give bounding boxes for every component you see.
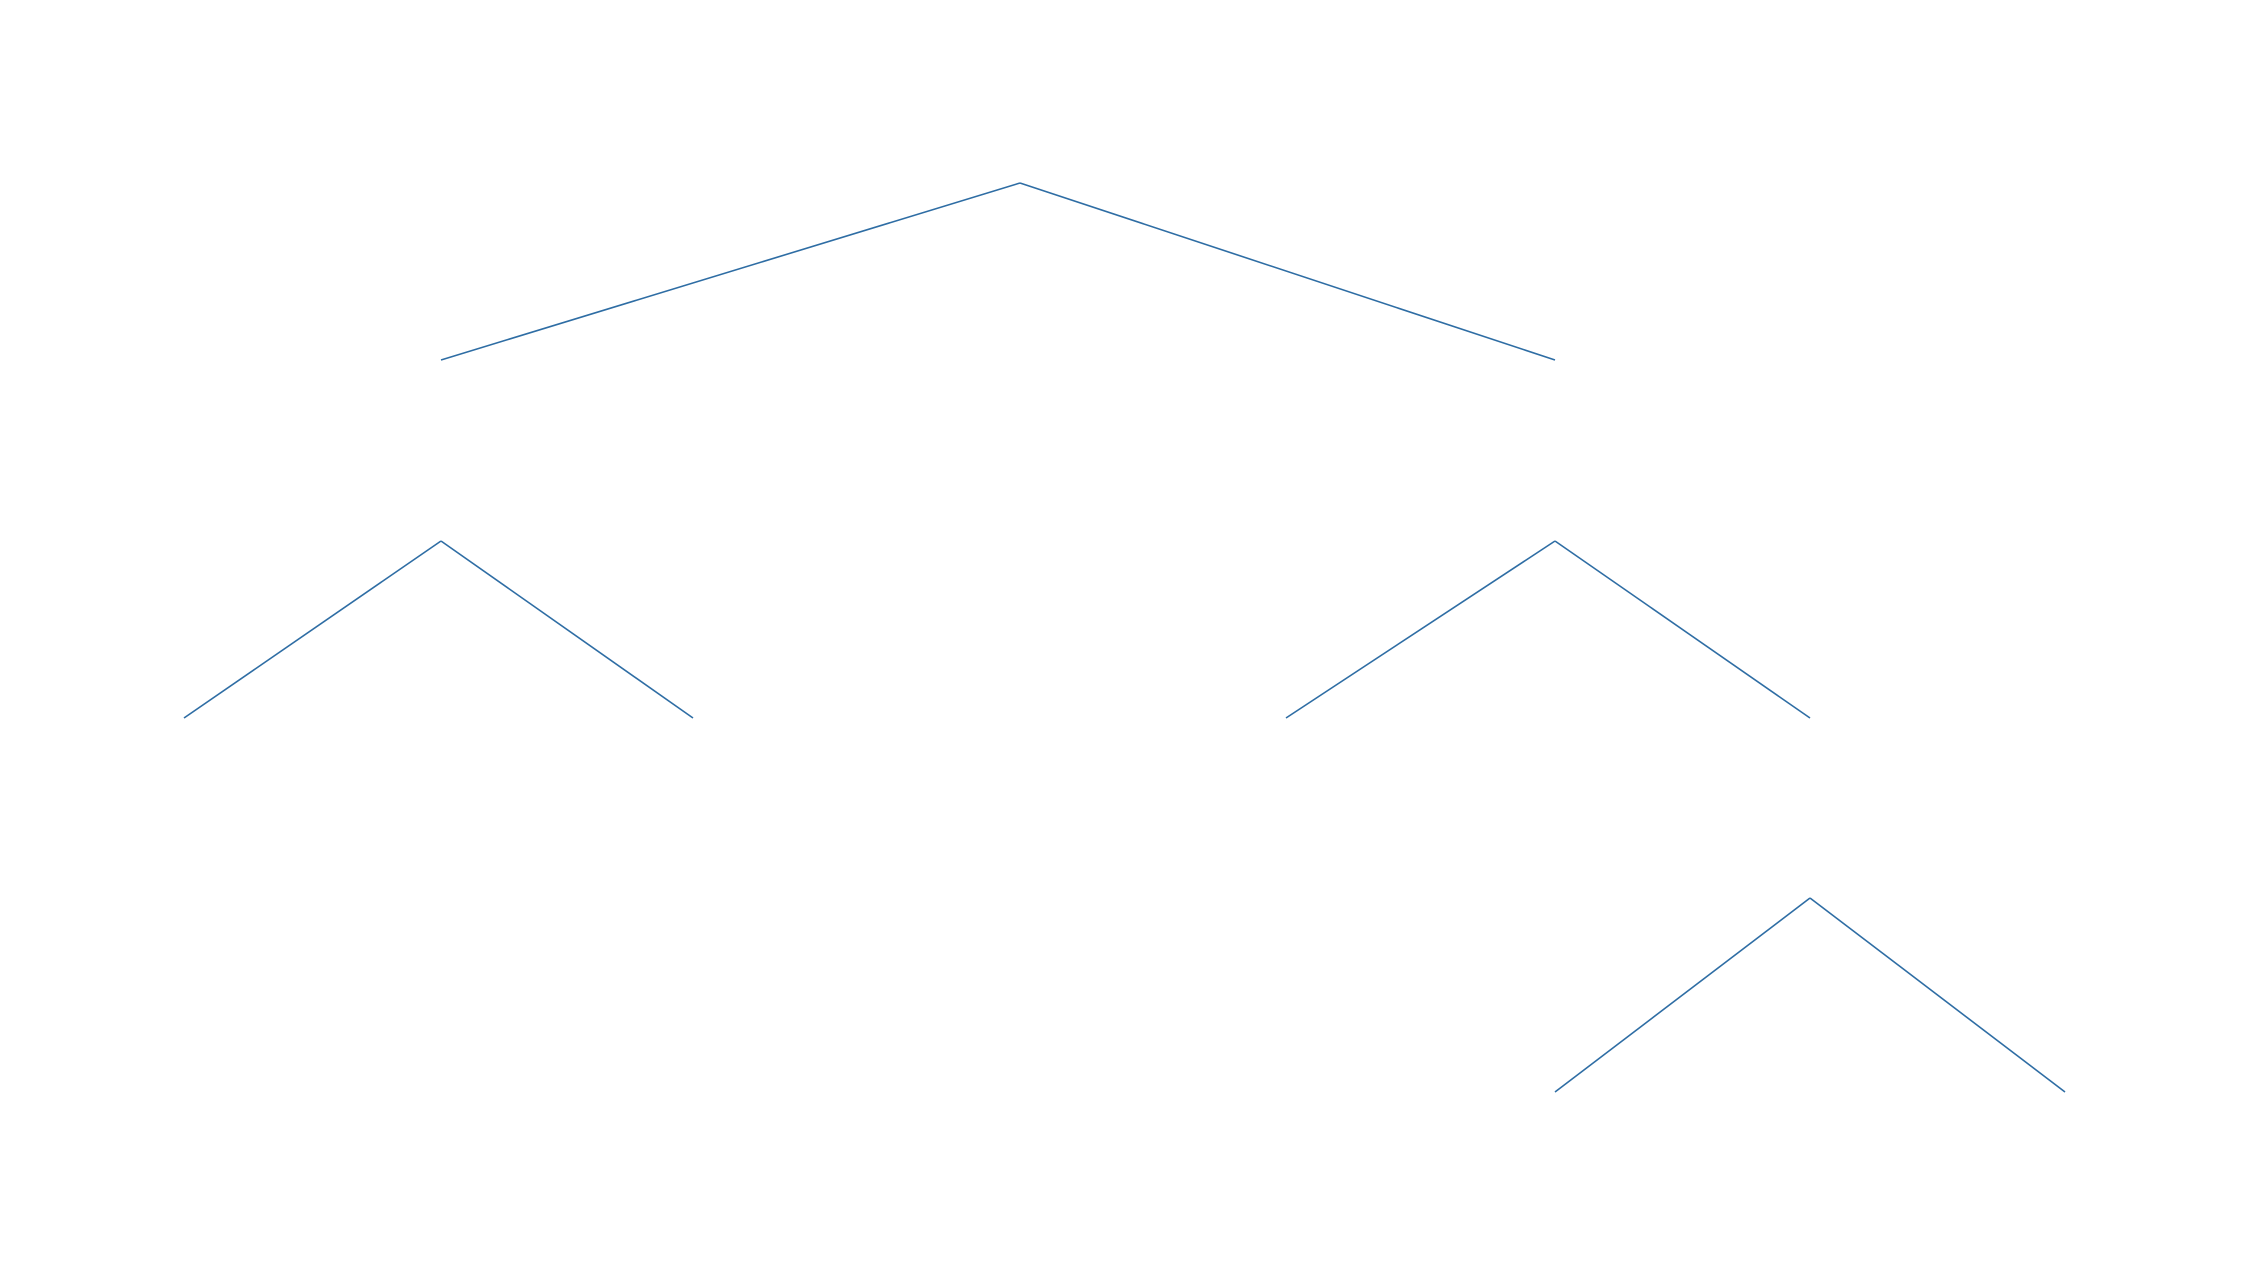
edge-assign-to-multiplicative [1019, 182, 1556, 361]
edge-subscript-to-identifile-slice [183, 540, 442, 719]
edge-assign-to-subscript [440, 182, 1021, 361]
edge-multiplicative-to-identifile-i-right [1285, 540, 1556, 719]
edge-subscript-to-identifile-i-left [440, 540, 694, 719]
edge-multiplicative-to-additive [1554, 540, 1811, 719]
edge-additive-to-number-2 [1554, 897, 1811, 1093]
edge-additive-to-number-6 [1809, 897, 2066, 1093]
